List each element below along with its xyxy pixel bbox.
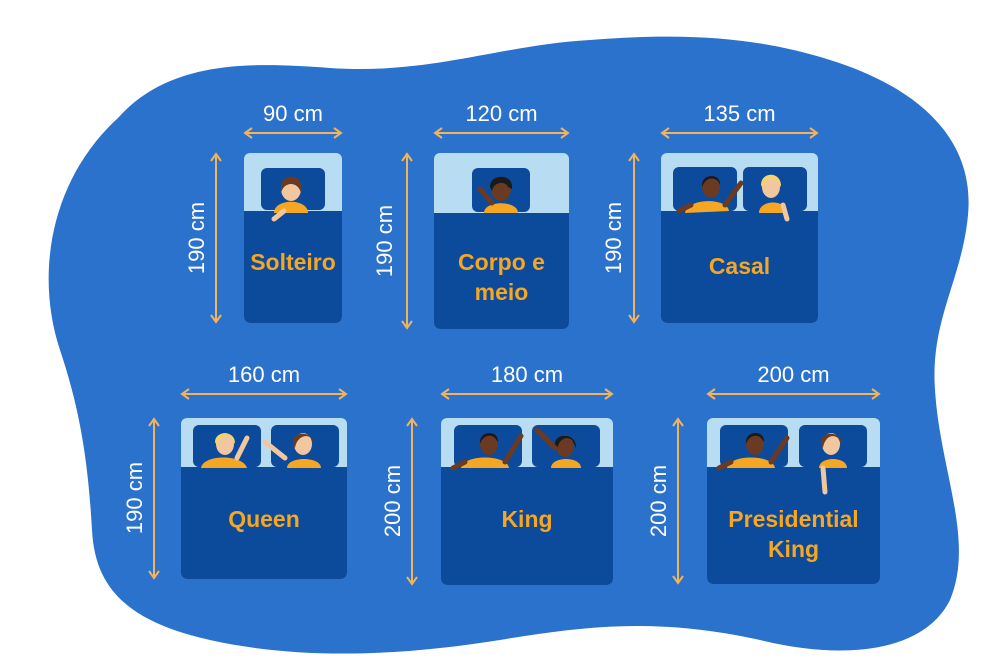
width-label-king: 180 cm — [490, 362, 564, 387]
height-arrow-presidential-king — [672, 417, 684, 585]
width-arrow-queen — [180, 388, 348, 400]
sleeper-icon — [477, 176, 518, 213]
bed-solteiro-label: Solteiro — [244, 247, 342, 277]
height-label-king: 200 cm — [380, 464, 405, 538]
height-label-casal: 190 cm — [601, 201, 626, 275]
width-arrow-casal — [660, 127, 819, 139]
height-arrow-queen — [148, 417, 160, 580]
width-label-solteiro: 90 cm — [263, 101, 323, 126]
bed-corpo-e-meio: Corpo e meio — [434, 153, 569, 329]
height-label-queen: 190 cm — [122, 461, 147, 535]
height-arrow-solteiro — [210, 152, 222, 324]
bed-king: King — [441, 418, 613, 585]
bed-solteiro: Solteiro — [244, 153, 342, 323]
bed-queen: Queen — [181, 418, 347, 579]
bed-name-line: meio — [474, 279, 529, 305]
height-label-presidential-king: 200 cm — [646, 464, 671, 538]
bed-queen-label: Queen — [181, 504, 347, 534]
sleeper-icon — [271, 176, 308, 222]
bed-name-line: Solteiro — [250, 249, 336, 275]
sleeper-icon — [450, 427, 581, 471]
bed-name-line: Corpo e — [458, 249, 545, 275]
bed-name-line: King — [501, 506, 553, 532]
width-arrow-king — [440, 388, 614, 400]
bed-presidential-king: Presidential King — [707, 418, 880, 584]
width-label-queen: 160 cm — [227, 362, 301, 387]
width-arrow-solteiro — [243, 127, 343, 139]
bed-presidential-king-label: Presidential King — [707, 504, 880, 564]
width-label-corpo-e-meio: 120 cm — [465, 101, 538, 126]
width-arrow-corpo-e-meio — [433, 127, 570, 139]
bed-corpo-e-meio-shape — [434, 153, 569, 329]
bed-name-line: King — [767, 536, 820, 562]
height-label-corpo-e-meio: 190 cm — [372, 204, 397, 278]
height-label-solteiro: 190 cm — [184, 201, 209, 275]
sleeper-icon — [676, 174, 790, 222]
bed-solteiro-shape — [244, 153, 342, 323]
width-arrow-presidential-king — [706, 388, 881, 400]
bed-casal-shape — [661, 153, 818, 323]
bed-name-line: Casal — [708, 253, 771, 279]
bed-name-line: Queen — [228, 506, 300, 532]
width-label-casal: 135 cm — [703, 101, 776, 126]
bed-corpo-e-meio-label: Corpo e meio — [434, 247, 569, 307]
bed-casal-label: Casal — [661, 251, 818, 281]
height-arrow-corpo-e-meio — [401, 152, 413, 330]
bed-king-label: King — [441, 504, 613, 534]
bed-name-line: Presidential — [728, 506, 859, 532]
bed-casal: Casal — [661, 153, 818, 323]
height-arrow-casal — [628, 152, 640, 324]
width-label-presidential-king: 200 cm — [757, 362, 830, 387]
sleeper-icon — [201, 433, 321, 468]
sleeper-icon — [716, 433, 847, 495]
height-arrow-king — [406, 417, 418, 586]
